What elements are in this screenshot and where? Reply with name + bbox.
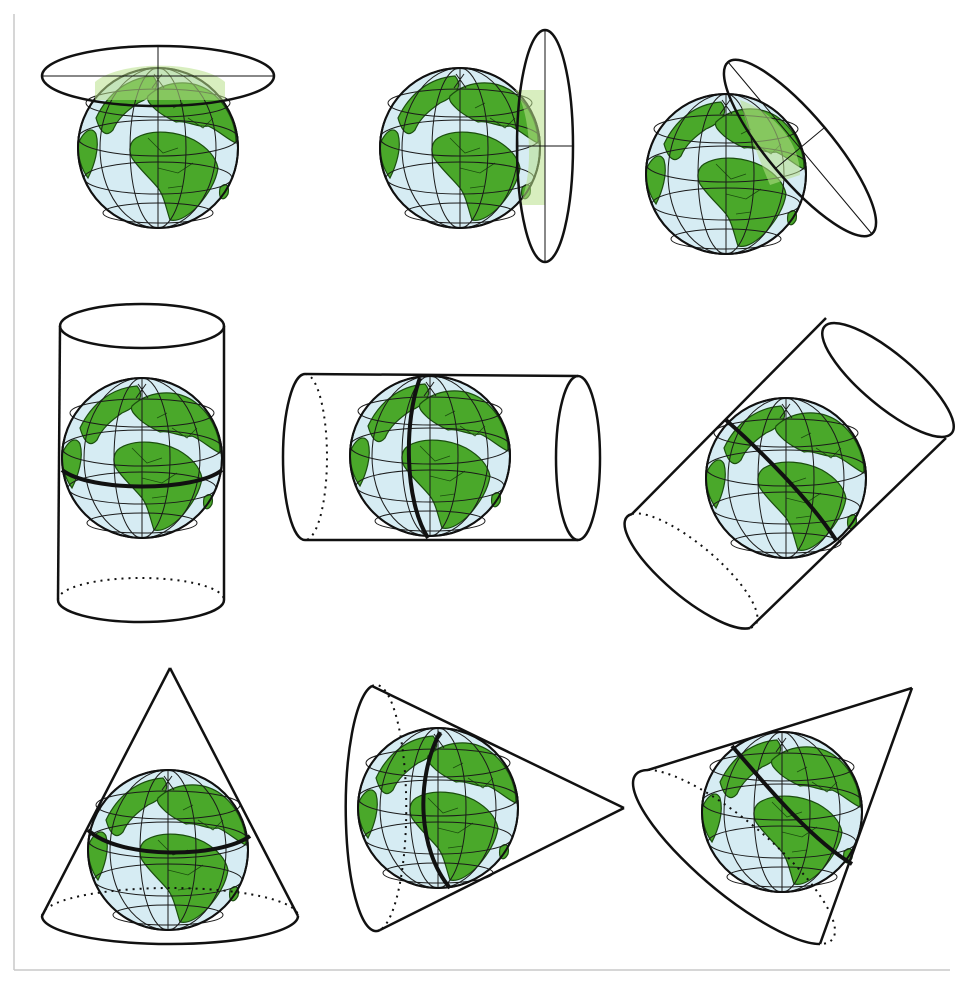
- panel-cylindrical-transverse: [283, 374, 600, 540]
- panel-cylindrical-normal: [58, 304, 224, 622]
- panel-planar-transverse: [380, 30, 573, 262]
- panel-conic-oblique: [633, 688, 912, 944]
- panel-planar-normal: [42, 46, 274, 228]
- panel-conic-normal: [42, 668, 298, 944]
- panel-conic-transverse: [346, 685, 624, 931]
- panel-cylindrical-oblique: [625, 307, 957, 629]
- panel-planar-oblique: [646, 42, 897, 255]
